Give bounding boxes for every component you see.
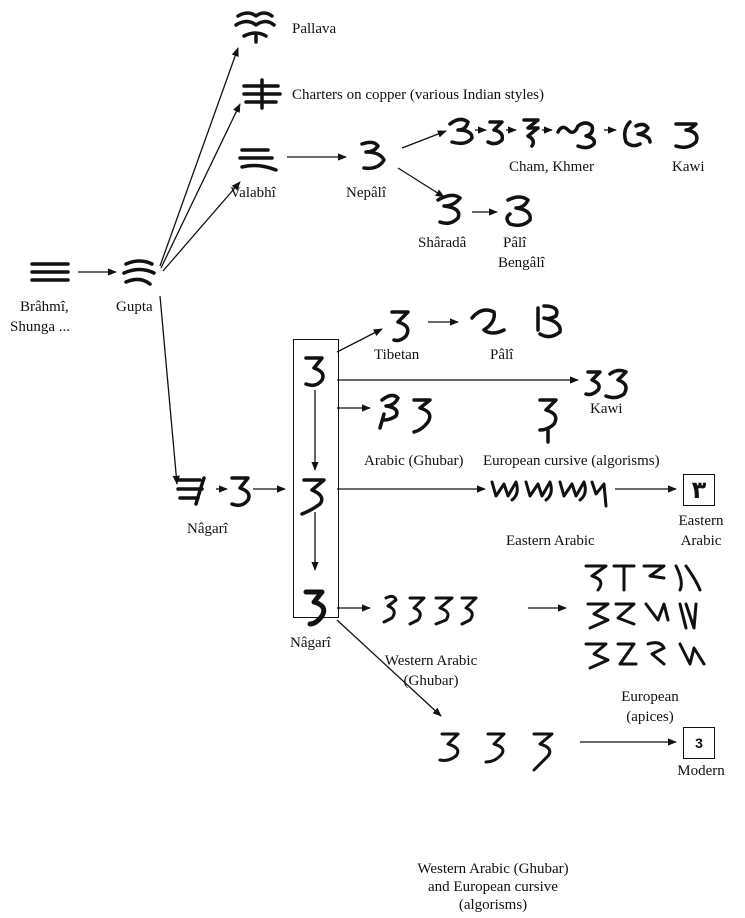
arrow-gupta-charters [160, 103, 241, 269]
arrow-gupta-valabhi [162, 181, 241, 272]
label-brahmi-2: Shunga ... [10, 319, 70, 335]
label-pali-top: Pâlî [503, 235, 527, 251]
eastern-arabic-glyphs [490, 480, 608, 508]
cham-khmer-glyphs [448, 117, 699, 150]
label-modern: Modern [677, 763, 725, 779]
label-eastern-arabic: Eastern Arabic [506, 533, 595, 549]
nepali-three-glyph [360, 140, 386, 171]
pali-three-glyph [505, 195, 532, 228]
label-kawi-top: Kawi [672, 159, 705, 175]
label-eastern-arabic-box-2: Arabic [680, 533, 722, 549]
arrow-box-western-european [336, 619, 442, 717]
arrow-gupta-pallava [159, 47, 239, 267]
western-arabic-ghubar-glyphs [382, 594, 478, 626]
arrow-nepali-sharada [397, 167, 445, 198]
label-sharada: Shâradâ [418, 235, 467, 251]
pallava-three-glyph [234, 11, 276, 44]
sharada-three-glyph [436, 193, 462, 226]
label-charters: Charters on copper (various Indian style… [292, 87, 545, 103]
gupta-three-glyph [122, 259, 156, 286]
charter-three-glyph [242, 78, 282, 110]
valabhi-three-glyph [238, 148, 278, 172]
nagari-box-glyph-top [304, 356, 325, 388]
brahmi-three-glyph [30, 262, 70, 282]
modern-numeral-box: 3 [683, 727, 715, 759]
western-european-cursive-glyphs [438, 732, 554, 772]
kawi-mid-glyphs [584, 368, 628, 400]
label-pallava: Pallava [292, 21, 337, 37]
label-western-european-1: Western Arabic (Ghubar) [417, 861, 569, 877]
arrow-nepali-cham [401, 130, 447, 149]
label-western-european-2: and European cursive [428, 879, 558, 895]
label-valabhi: Valabhî [230, 185, 276, 201]
label-nepali: Nepâlî [346, 185, 386, 201]
label-kawi-mid: Kawi [590, 401, 623, 417]
label-bengali: Bengâlî [498, 255, 545, 271]
nagari-box-glyph-middle [300, 478, 326, 516]
label-arabic-ghubar: Arabic (Ghubar) [364, 453, 464, 469]
ghubar-glyphs [378, 393, 432, 434]
label-pali-mid: Pâlî [490, 347, 514, 363]
label-european-apices-2: (apices) [626, 709, 674, 725]
label-eastern-arabic-box-1: Eastern [678, 513, 724, 529]
eastern-arabic-numeral-box: ٣ [683, 474, 715, 506]
arrow-box-tibetan [336, 328, 383, 353]
european-apices-glyphs [584, 564, 706, 670]
arrow-gupta-nagari [159, 295, 180, 485]
nagari-three-glyph-second [230, 476, 251, 508]
nagari-box [293, 339, 339, 618]
nagari-three-glyph-left [176, 476, 206, 506]
label-gupta: Gupta [116, 299, 153, 315]
label-western-arabic-2: (Ghubar) [403, 673, 459, 689]
label-western-arabic-1: Western Arabic [384, 653, 478, 669]
european-cursive-glyph [538, 398, 558, 444]
label-western-european-3: (algorisms) [458, 897, 528, 913]
label-nagari-left: Nâgarî [187, 521, 228, 537]
nagari-box-glyph-bottom [303, 589, 327, 627]
label-nagari-box: Nâgarî [290, 635, 331, 651]
label-cham-khmer: Cham, Khmer [509, 159, 594, 175]
label-european-apices-1: European [621, 689, 679, 705]
label-tibetan: Tibetan [374, 347, 420, 363]
label-european-cursive: European cursive (algorisms) [483, 453, 660, 469]
tibetan-three-glyph [390, 310, 410, 343]
pali-mid-glyphs [470, 304, 562, 339]
label-brahmi-1: Brâhmî, [20, 299, 69, 315]
